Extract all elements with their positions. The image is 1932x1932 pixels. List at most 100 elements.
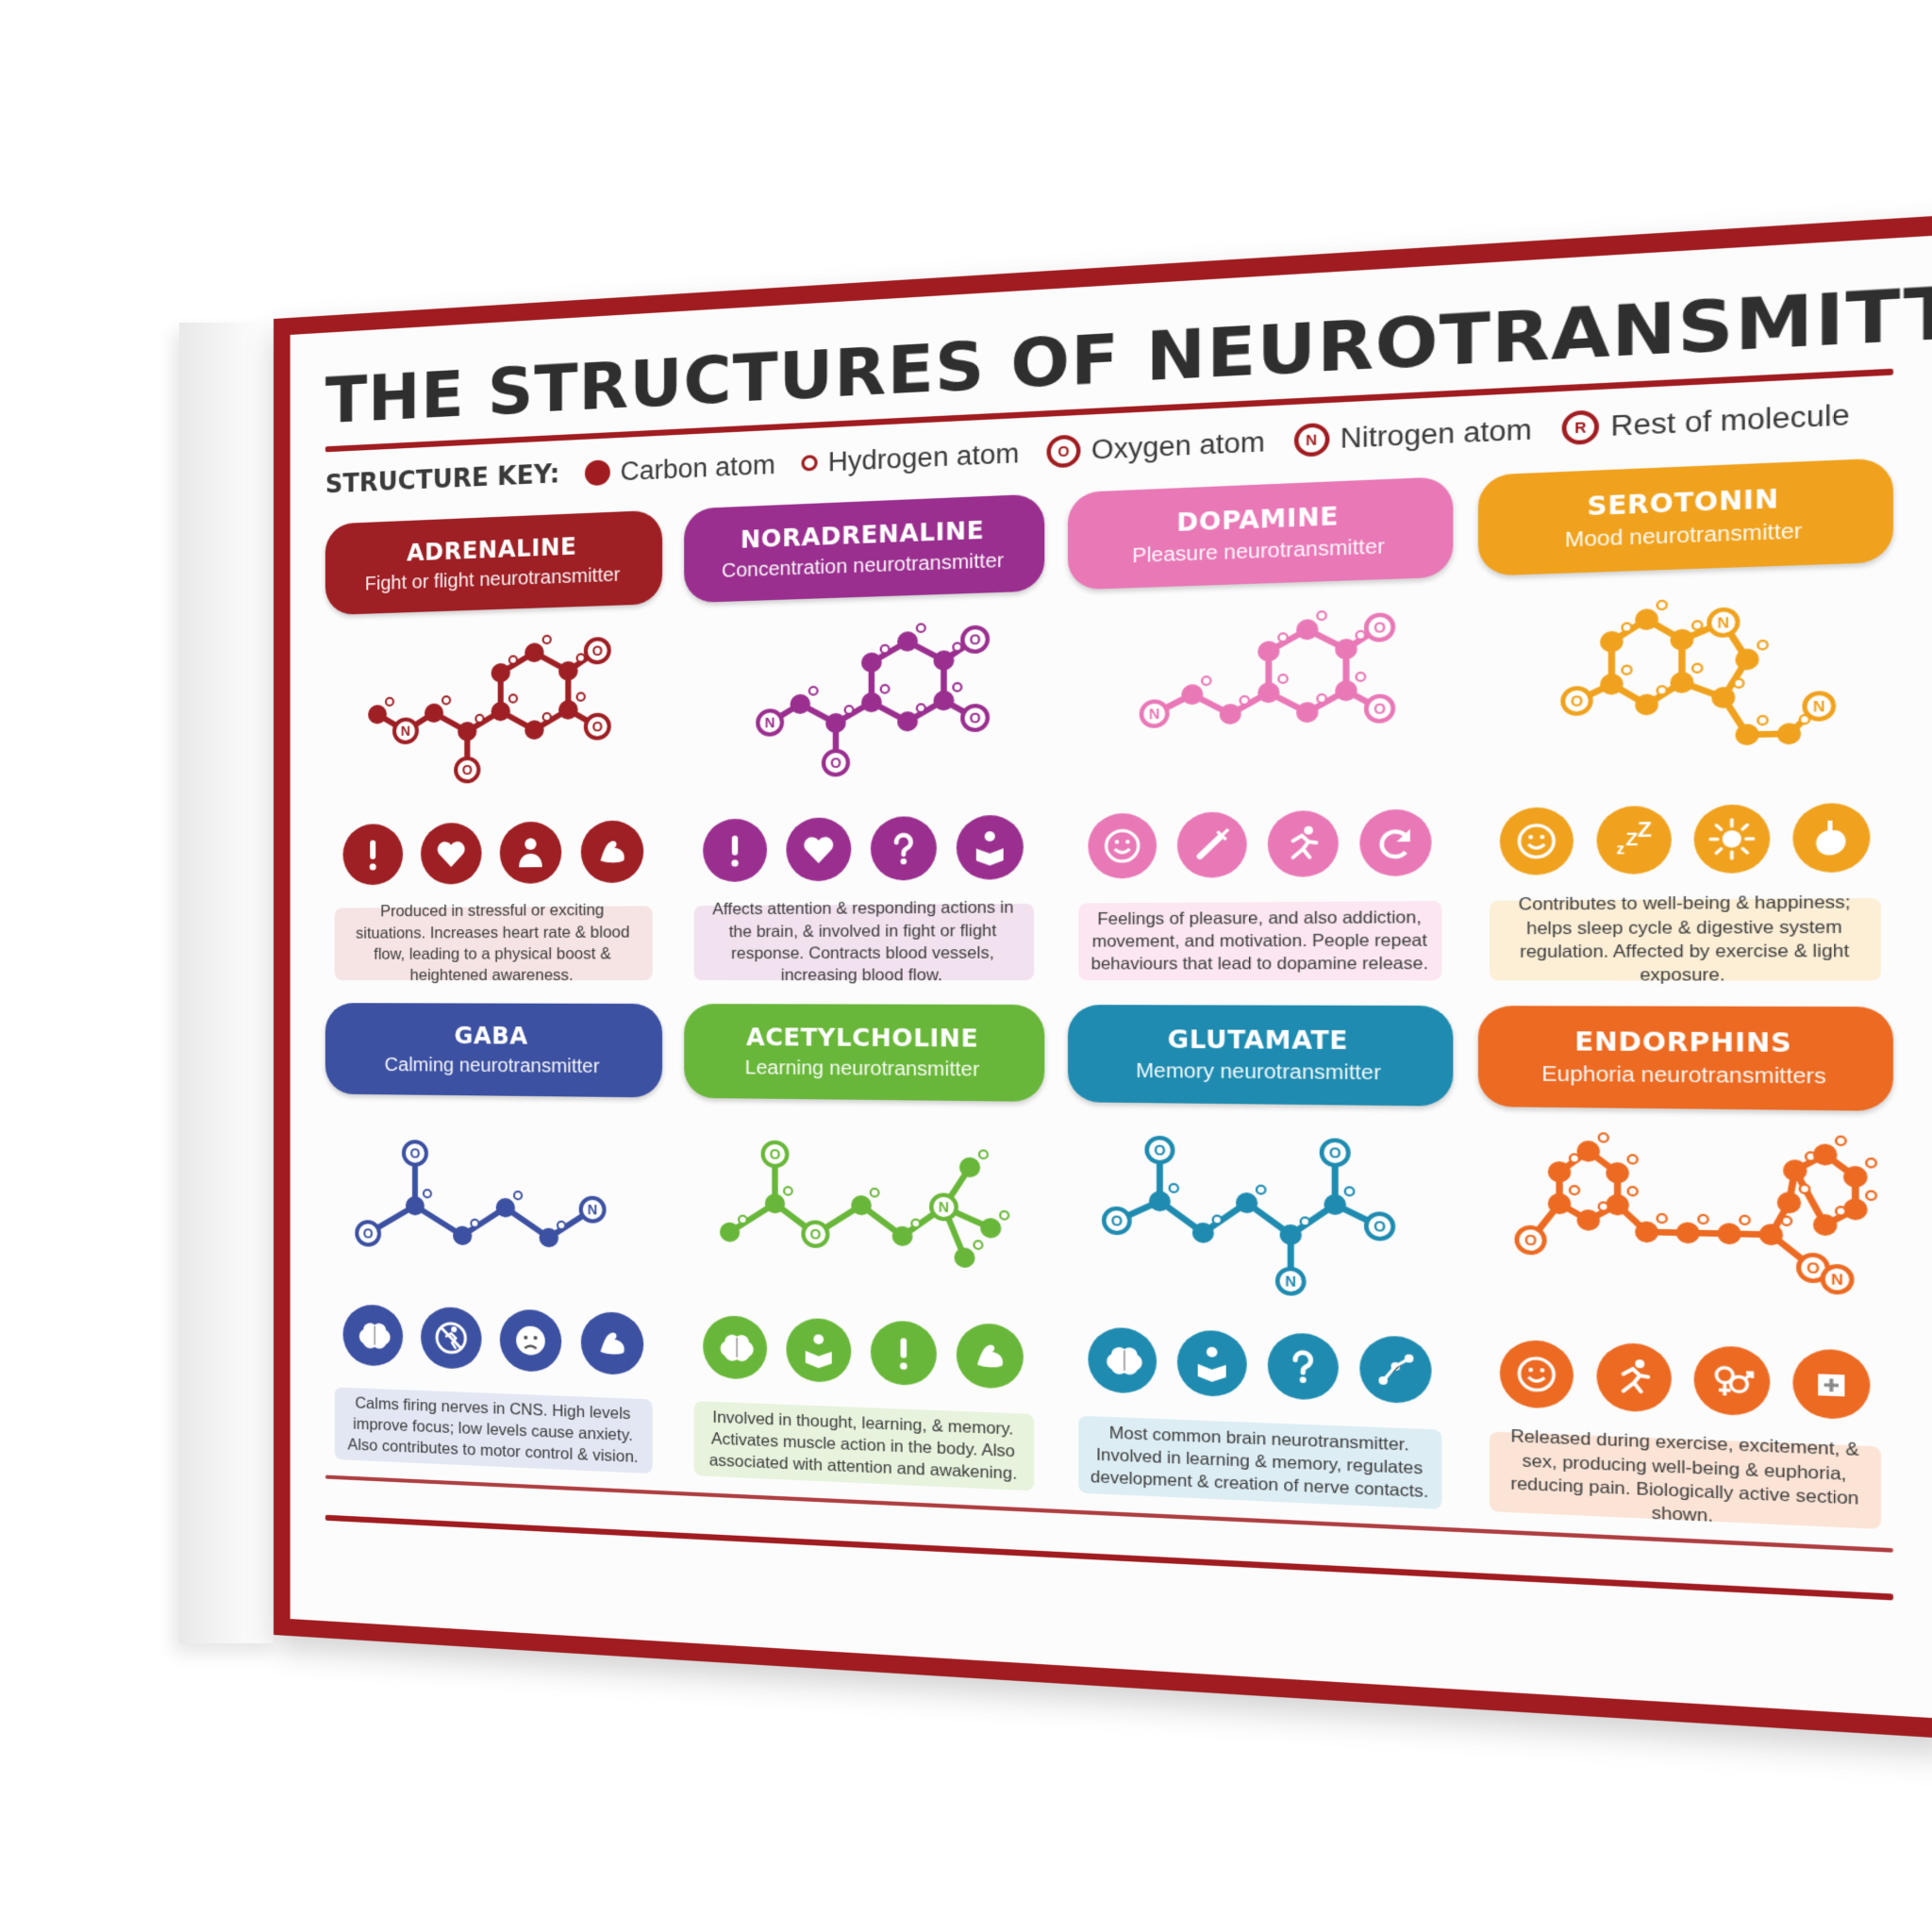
- atom-label: O: [809, 1226, 821, 1242]
- card-header: ADRENALINE Fight or flight neurotransmit…: [325, 509, 662, 616]
- nitrogen-atom-icon: N: [1293, 422, 1329, 458]
- carbon-atom: [1635, 1221, 1659, 1243]
- hydrogen-atom: [1740, 1216, 1750, 1224]
- oxygen-atom: [357, 1222, 379, 1245]
- atom-label: O: [769, 1146, 780, 1162]
- hydrogen-atom: [1278, 675, 1287, 683]
- card-acetylcholine: ACETYLCHOLINE Learning neurotransmitter …: [683, 1004, 1044, 1516]
- hydrogen-atom: [1212, 1216, 1221, 1224]
- hydrogen-atom: [1758, 641, 1768, 649]
- hydrogen-atom: [809, 687, 818, 695]
- hydrogen-atom: [442, 696, 450, 704]
- key-nitrogen: N Nitrogen atom: [1293, 413, 1532, 458]
- card-description: Affects attention & responding actions i…: [693, 899, 1034, 985]
- hydrogen-atom: [1202, 676, 1210, 685]
- reading-icon: [1176, 1329, 1247, 1398]
- card-header: NORADRENALINE Concentration neurotransmi…: [683, 493, 1044, 604]
- card-name: ACETYLCHOLINE: [745, 1023, 979, 1053]
- card-subtitle: Calming neurotransmitter: [384, 1054, 600, 1077]
- hydrogen-atom: [509, 656, 517, 663]
- card-name: GABA: [454, 1022, 528, 1050]
- exclamation-icon: [703, 818, 767, 883]
- person-icon: [500, 821, 562, 884]
- syringe-icon: [1176, 811, 1247, 878]
- key-carbon-label: Carbon atom: [620, 449, 775, 487]
- reading-icon: [786, 1317, 852, 1384]
- hydrogen-atom: [1256, 1186, 1264, 1194]
- carbon-atom: [954, 1247, 975, 1269]
- card-description: Calms firing nerves in CNS. High levels …: [334, 1387, 653, 1474]
- hydrogen-atom: [543, 636, 551, 643]
- atom-label: O: [462, 762, 473, 778]
- hydrogen-atom: [1693, 621, 1703, 629]
- card-subtitle: Learning neurotransmitter: [744, 1057, 980, 1081]
- hydrogen-atom: [1734, 679, 1743, 688]
- hydrogen-atom: [871, 1189, 879, 1197]
- hydrogen-atom: [1240, 696, 1248, 705]
- effect-icons: [1067, 803, 1453, 886]
- hydrogen-atom: [953, 642, 961, 651]
- exclamation-icon: [871, 1320, 938, 1387]
- carbon-atom: [860, 652, 882, 674]
- effect-icons: [325, 1298, 662, 1383]
- key-oxygen-label: Oxygen atom: [1091, 425, 1265, 465]
- card-subtitle: Euphoria neurotransmitters: [1541, 1062, 1826, 1089]
- carbon-atom: [1717, 1223, 1742, 1245]
- atom-label: N: [764, 714, 774, 730]
- hydrogen-atom: [880, 645, 889, 654]
- hydrogen-atom: [1623, 623, 1632, 631]
- atom-label: O: [1524, 1231, 1538, 1248]
- hydrogen-atom: [1800, 1185, 1809, 1193]
- hydrogen-atom: [1169, 1184, 1177, 1192]
- hydrogen-atom: [1837, 1137, 1846, 1145]
- hydrogen-atom: [880, 685, 889, 693]
- key-carbon: Carbon atom: [585, 449, 775, 488]
- carbon-atom: [1606, 1161, 1630, 1184]
- atom-label: O: [592, 719, 604, 735]
- hydrogen-atom: [1000, 1211, 1008, 1220]
- hydrogen-atom: [1623, 666, 1632, 675]
- atom-label: N: [1718, 613, 1730, 631]
- atom-label: O: [1373, 1218, 1385, 1235]
- anxious-face-icon: [500, 1308, 562, 1374]
- canvas-print: THE STRUCTURES OF NEUROTRANSMITTERS STRU…: [274, 214, 1932, 1740]
- card-header: DOPAMINE Pleasure neurotransmitter: [1067, 475, 1454, 591]
- hydrogen-atom: [509, 694, 517, 702]
- atom-label: O: [969, 709, 980, 726]
- hydrogen-atom: [577, 692, 585, 700]
- hydrogen-atom: [1657, 601, 1667, 609]
- hydrogen-atom: [1278, 633, 1287, 641]
- nitrogen-atom: [394, 719, 417, 742]
- pain-relief-icon: [1792, 1348, 1871, 1421]
- atom-label: O: [969, 631, 980, 648]
- hydrogen-atom: [558, 1222, 565, 1229]
- effect-icons: [684, 1308, 1044, 1396]
- hydrogen-atom: [1693, 664, 1703, 673]
- card-subtitle: Fight or flight neurotransmitter: [364, 563, 621, 595]
- hydrogen-atom: [1599, 1203, 1608, 1211]
- smiley-icon: [1500, 807, 1574, 875]
- card-header: ACETYLCHOLINE Learning neurotransmitter: [683, 1004, 1044, 1102]
- hydrogen-atom: [1657, 686, 1667, 694]
- carbon-atom: [1777, 723, 1802, 745]
- hydrogen-atom: [974, 1241, 982, 1249]
- molecule-structure: OON: [1067, 583, 1453, 804]
- card-subtitle: Memory neurotransmitter: [1136, 1059, 1381, 1085]
- network-icon: [1359, 1335, 1432, 1405]
- card-adrenaline: ADRENALINE Fight or flight neurotransmit…: [325, 509, 662, 1004]
- neurotransmitter-grid: ADRENALINE Fight or flight neurotransmit…: [325, 458, 1893, 1556]
- muscle-icon: [957, 1323, 1024, 1390]
- heart-icon: [421, 822, 482, 885]
- muscle-icon: [580, 820, 643, 884]
- atom-label: N: [1831, 1271, 1843, 1289]
- card-description: Feelings of pleasure, and also addiction…: [1077, 901, 1442, 981]
- poster: THE STRUCTURES OF NEUROTRANSMITTERS STRU…: [290, 235, 1932, 1719]
- card-description: Most common brain neurotransmitter. Invo…: [1077, 1415, 1442, 1509]
- key-nitrogen-label: Nitrogen atom: [1340, 413, 1533, 454]
